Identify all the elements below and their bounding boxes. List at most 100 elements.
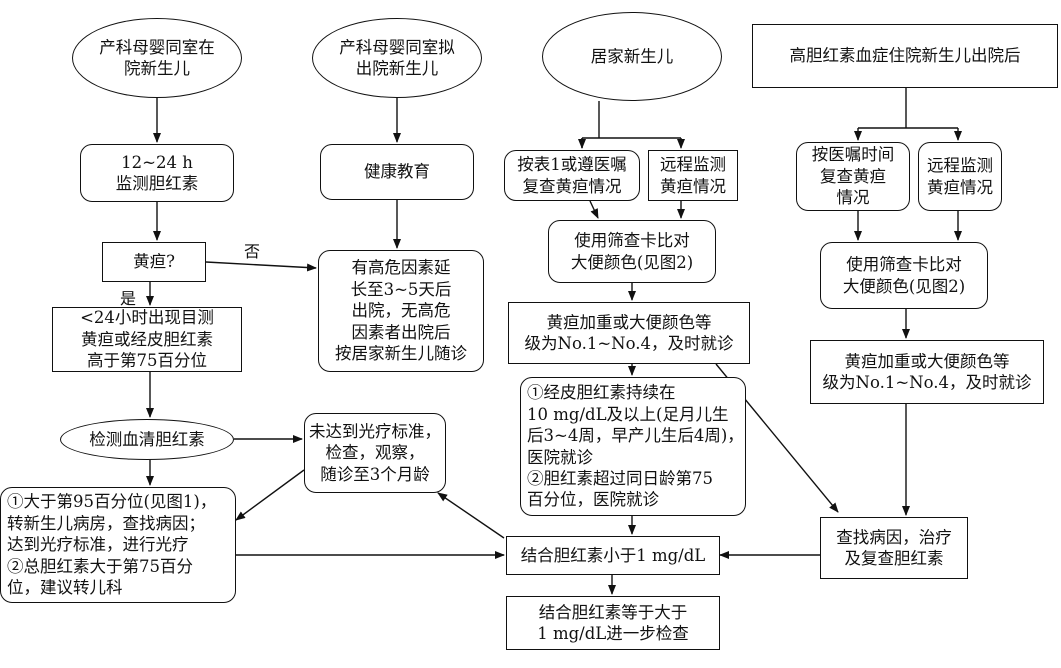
node-not-reached: 未达到光疗标准，检查，观察，随诊至3个月龄 bbox=[304, 413, 446, 493]
text-line: 否 bbox=[244, 242, 261, 261]
node-high-risk: 有高危因素延长至3~5天后出院，无高危因素者出院后按居家新生儿随诊 bbox=[318, 250, 484, 372]
node-conj-lt1: 结合胆红素小于1 mg/dL bbox=[506, 536, 720, 575]
text-line: 复查黄疸 bbox=[820, 166, 886, 186]
edge-conj-to-notreached bbox=[437, 492, 505, 539]
text-line: ②胆红素超过同日龄第75 bbox=[527, 468, 713, 488]
node-hyper-card: 使用筛查卡比对大便颜色(见图2) bbox=[820, 242, 988, 309]
text-line: ②总胆红素大于第75百分 bbox=[7, 556, 193, 576]
text-line: 有高危因素延 bbox=[351, 258, 451, 278]
node-find-cause-text: 查找病因，治疗及复查胆红素 bbox=[836, 527, 952, 570]
node-monitor-text: 12~24 h 监测胆红素 bbox=[116, 152, 199, 195]
text-line: 产科母婴同室在 bbox=[99, 37, 215, 57]
edge-label-no: 否 bbox=[244, 238, 260, 262]
text-line: 检测血清胆红素 bbox=[89, 429, 205, 449]
edge-jaundice-no bbox=[205, 261, 317, 272]
text-line: 黄疸情况 bbox=[660, 176, 726, 196]
text-line: 复查黄疸情况 bbox=[522, 176, 622, 196]
node-start-discharge-text: 产科母婴同室拟出院新生儿 bbox=[339, 37, 455, 80]
node-home-worse: 黄疸加重或大便颜色等级为No.1~No.4，及时就诊 bbox=[508, 302, 750, 364]
text-line: 长至3~5天后 bbox=[350, 279, 452, 299]
text-line: 出院新生儿 bbox=[355, 59, 439, 78]
text-line: 情况 bbox=[836, 188, 870, 208]
node-home-remote-text: 远程监测黄疸情况 bbox=[660, 154, 726, 197]
text-line: 健康教育 bbox=[364, 162, 430, 182]
text-line: 按居家新生儿随诊 bbox=[335, 344, 467, 364]
node-high-risk-text: 有高危因素延长至3~5天后出院，无高危因素者出院后按居家新生儿随诊 bbox=[335, 257, 467, 364]
text-line: 使用筛查卡比对 bbox=[574, 231, 690, 251]
text-line: 及复查胆红素 bbox=[844, 549, 944, 568]
text-line: 后3~4周，早产儿生后4周)， bbox=[527, 426, 744, 446]
text-line: 查找病因，治疗 bbox=[836, 527, 952, 547]
node-jaundice-question: 黄疸? bbox=[102, 242, 206, 282]
node-start-ward-text: 产科母婴同室在院新生儿 bbox=[99, 37, 215, 80]
node-home-remote: 远程监测黄疸情况 bbox=[648, 150, 738, 201]
text-line: 达到光疗标准，进行光疗 bbox=[7, 535, 189, 555]
text-line: 高于第75百分位 bbox=[86, 351, 207, 371]
node-start-ward: 产科母婴同室在院新生儿 bbox=[72, 18, 242, 98]
text-line: 监测胆红素 bbox=[115, 174, 199, 193]
node-hyper-remote: 远程监测黄疸情况 bbox=[918, 142, 1002, 211]
text-line: 高胆红素血症住院新生儿出院后 bbox=[789, 46, 1021, 66]
node-health-edu: 健康教育 bbox=[320, 144, 474, 200]
node-start-hyper: 高胆红素血症住院新生儿出院后 bbox=[752, 24, 1058, 88]
node-health-edu-text: 健康教育 bbox=[364, 161, 430, 182]
node-home-card-text: 使用筛查卡比对大便颜色(见图2) bbox=[571, 230, 693, 273]
text-line: 级为No.1~No.4，及时就诊 bbox=[822, 373, 1032, 392]
text-line: 结合胆红素等于大于 bbox=[538, 602, 688, 622]
node-hyper-recheck-text: 按医嘱时间复查黄疸情况 bbox=[812, 144, 895, 208]
text-line: 随诊至3个月龄 bbox=[320, 464, 430, 484]
text-line: 黄疸加重或大便颜色等 bbox=[546, 312, 712, 332]
node-conj-lt1-text: 结合胆红素小于1 mg/dL bbox=[521, 545, 706, 566]
edge-home-recheck-to-card bbox=[589, 200, 599, 219]
text-line: 检查，观察， bbox=[325, 443, 425, 463]
node-home-card: 使用筛查卡比对大便颜色(见图2) bbox=[548, 220, 716, 283]
node-lt24: <24小时出现目测黄疸或经皮胆红素高于第75百分位 bbox=[52, 307, 242, 372]
text-line: 黄疸或经皮胆红素 bbox=[80, 329, 213, 349]
text-line: 未达到光疗标准， bbox=[309, 421, 441, 441]
text-line: 远程监测 bbox=[927, 156, 993, 176]
text-line: 位，建议转儿科 bbox=[7, 578, 123, 598]
text-line: 产科母婴同室拟 bbox=[339, 37, 455, 57]
text-line: 大便颜色(见图2) bbox=[842, 276, 966, 296]
node-hyper-worse-text: 黄疸加重或大便颜色等级为No.1~No.4，及时就诊 bbox=[823, 351, 1032, 394]
text-line: <24小时出现目测 bbox=[80, 308, 214, 328]
text-line: 远程监测 bbox=[660, 155, 726, 175]
node-serum: 检测血清胆红素 bbox=[60, 419, 234, 460]
edge-notreached-to-gt95 bbox=[235, 469, 305, 521]
text-line: 转新生儿病房，查找病因； bbox=[7, 513, 205, 533]
node-start-discharge: 产科母婴同室拟出院新生儿 bbox=[312, 18, 482, 98]
node-lt24-text: <24小时出现目测黄疸或经皮胆红素高于第75百分位 bbox=[80, 307, 214, 371]
node-hyper-worse: 黄疸加重或大便颜色等级为No.1~No.4，及时就诊 bbox=[810, 340, 1044, 404]
edge-label-yes-text: 是 bbox=[120, 285, 136, 309]
text-line: 黄疸情况 bbox=[927, 177, 993, 197]
node-home-recheck: 按表1或遵医嘱复查黄疸情况 bbox=[504, 150, 640, 201]
node-start-home: 居家新生儿 bbox=[542, 12, 722, 101]
text-line: 按表1或遵医嘱 bbox=[517, 155, 627, 175]
edge-label-no-text: 否 bbox=[244, 238, 260, 262]
edge-label-yes: 是 bbox=[120, 285, 136, 309]
text-line: 百分位，医院就诊 bbox=[527, 490, 659, 510]
text-line: 是 bbox=[120, 289, 137, 308]
node-monitor: 12~24 h 监测胆红素 bbox=[80, 144, 234, 202]
text-line: 级为No.1~No.4，及时就诊 bbox=[524, 334, 734, 353]
text-line: 黄疸加重或大便颜色等 bbox=[844, 351, 1010, 371]
text-line: 12~24 h bbox=[121, 152, 193, 172]
text-line: 出院，无高危 bbox=[351, 301, 451, 321]
text-line: ①大于第95百分位(见图1)， bbox=[7, 492, 217, 512]
node-hyper-recheck: 按医嘱时间复查黄疸情况 bbox=[796, 142, 910, 211]
text-line: 院新生儿 bbox=[124, 59, 190, 78]
node-serum-text: 检测血清胆红素 bbox=[89, 429, 205, 450]
text-line: 医院就诊 bbox=[527, 447, 593, 467]
node-start-home-text: 居家新生儿 bbox=[591, 46, 674, 67]
text-line: 按医嘱时间 bbox=[811, 145, 895, 165]
text-line: 黄疸? bbox=[133, 252, 175, 272]
text-line: 因素者出院后 bbox=[351, 322, 451, 342]
node-jaundice-question-text: 黄疸? bbox=[133, 251, 175, 272]
node-not-reached-text: 未达到光疗标准，检查，观察，随诊至3个月龄 bbox=[309, 421, 441, 485]
